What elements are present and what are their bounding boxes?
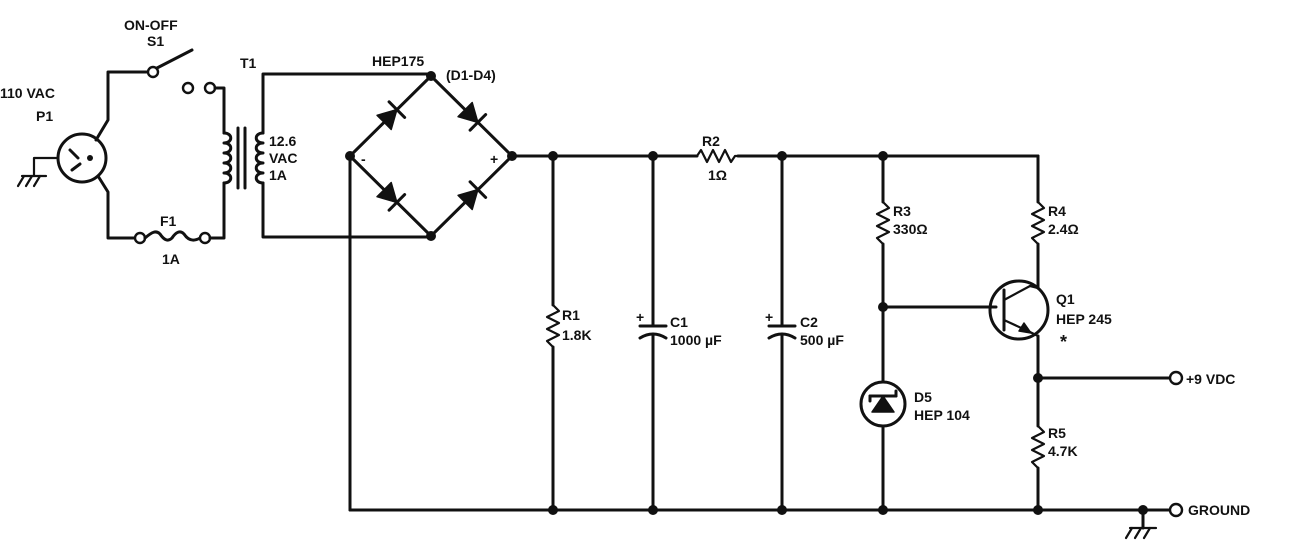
switch-s1	[146, 48, 217, 95]
resistor-r2	[695, 148, 740, 164]
resistor-r5	[1030, 376, 1046, 512]
capacitor-c2	[767, 154, 797, 512]
ground-icon	[1124, 526, 1158, 540]
fuse-rating-label: 1A	[162, 251, 180, 267]
transformer-t1	[222, 126, 265, 190]
d5-part-label: HEP 104	[914, 407, 970, 423]
plug-voltage-label: 110 VAC	[0, 85, 55, 101]
r2-value-label: 1Ω	[708, 167, 727, 183]
r2-ref-label: R2	[702, 133, 720, 149]
r1-ref-label: R1	[562, 307, 580, 323]
r3-ref-label: R3	[893, 203, 911, 219]
bridge-minus-label: -	[361, 151, 366, 167]
c1-value-label: 1000 µF	[670, 332, 722, 348]
fuse-f1	[133, 230, 212, 245]
ground-icon	[16, 174, 48, 188]
output-ground-label: GROUND	[1188, 502, 1250, 518]
resistor-r3	[875, 154, 891, 384]
bridge-plus-label: +	[490, 151, 498, 167]
output-terminal	[1168, 370, 1184, 386]
transformer-ref-label: T1	[240, 55, 257, 71]
c1-polarity-label: +	[636, 309, 644, 325]
c1-ref-label: C1	[670, 314, 688, 330]
r5-ref-label: R5	[1048, 425, 1066, 441]
output-voltage-label: +9 VDC	[1186, 371, 1235, 387]
diode-d2-icon	[457, 101, 488, 132]
q1-note-label: *	[1060, 332, 1067, 352]
c2-polarity-label: +	[765, 309, 773, 325]
switch-ref-label: S1	[147, 33, 164, 49]
transformer-current-label: 1A	[269, 167, 287, 183]
bridge-part-label: HEP175	[372, 53, 424, 69]
resistor-r1	[545, 154, 561, 512]
diode-d1-icon	[376, 100, 407, 131]
zener-diode-d5	[859, 380, 907, 512]
ground-terminal	[1168, 502, 1184, 518]
diode-d3-icon	[376, 181, 407, 212]
junction-dots	[548, 151, 1148, 515]
r5-value-label: 4.7K	[1048, 443, 1078, 459]
transformer-unit-label: VAC	[269, 150, 298, 166]
transformer-voltage-label: 12.6	[269, 133, 296, 149]
power-plug-p1	[16, 132, 108, 188]
bridge-refs-label: (D1-D4)	[446, 67, 496, 83]
diode-d4-icon	[457, 180, 488, 211]
transistor-q1	[988, 279, 1050, 341]
fuse-ref-label: F1	[160, 213, 177, 229]
r1-value-label: 1.8K	[562, 327, 592, 343]
q1-part-label: HEP 245	[1056, 311, 1112, 327]
q1-ref-label: Q1	[1056, 291, 1075, 307]
plug-ref-label: P1	[36, 108, 53, 124]
r4-ref-label: R4	[1048, 203, 1066, 219]
primary-circuit	[16, 48, 433, 245]
d5-ref-label: D5	[914, 389, 932, 405]
r4-value-label: 2.4Ω	[1048, 221, 1079, 237]
switch-type-label: ON-OFF	[124, 17, 178, 33]
r3-value-label: 330Ω	[893, 221, 928, 237]
capacitor-c1	[638, 154, 668, 512]
c2-value-label: 500 µF	[800, 332, 844, 348]
resistor-r4	[1030, 154, 1046, 290]
c2-ref-label: C2	[800, 314, 818, 330]
